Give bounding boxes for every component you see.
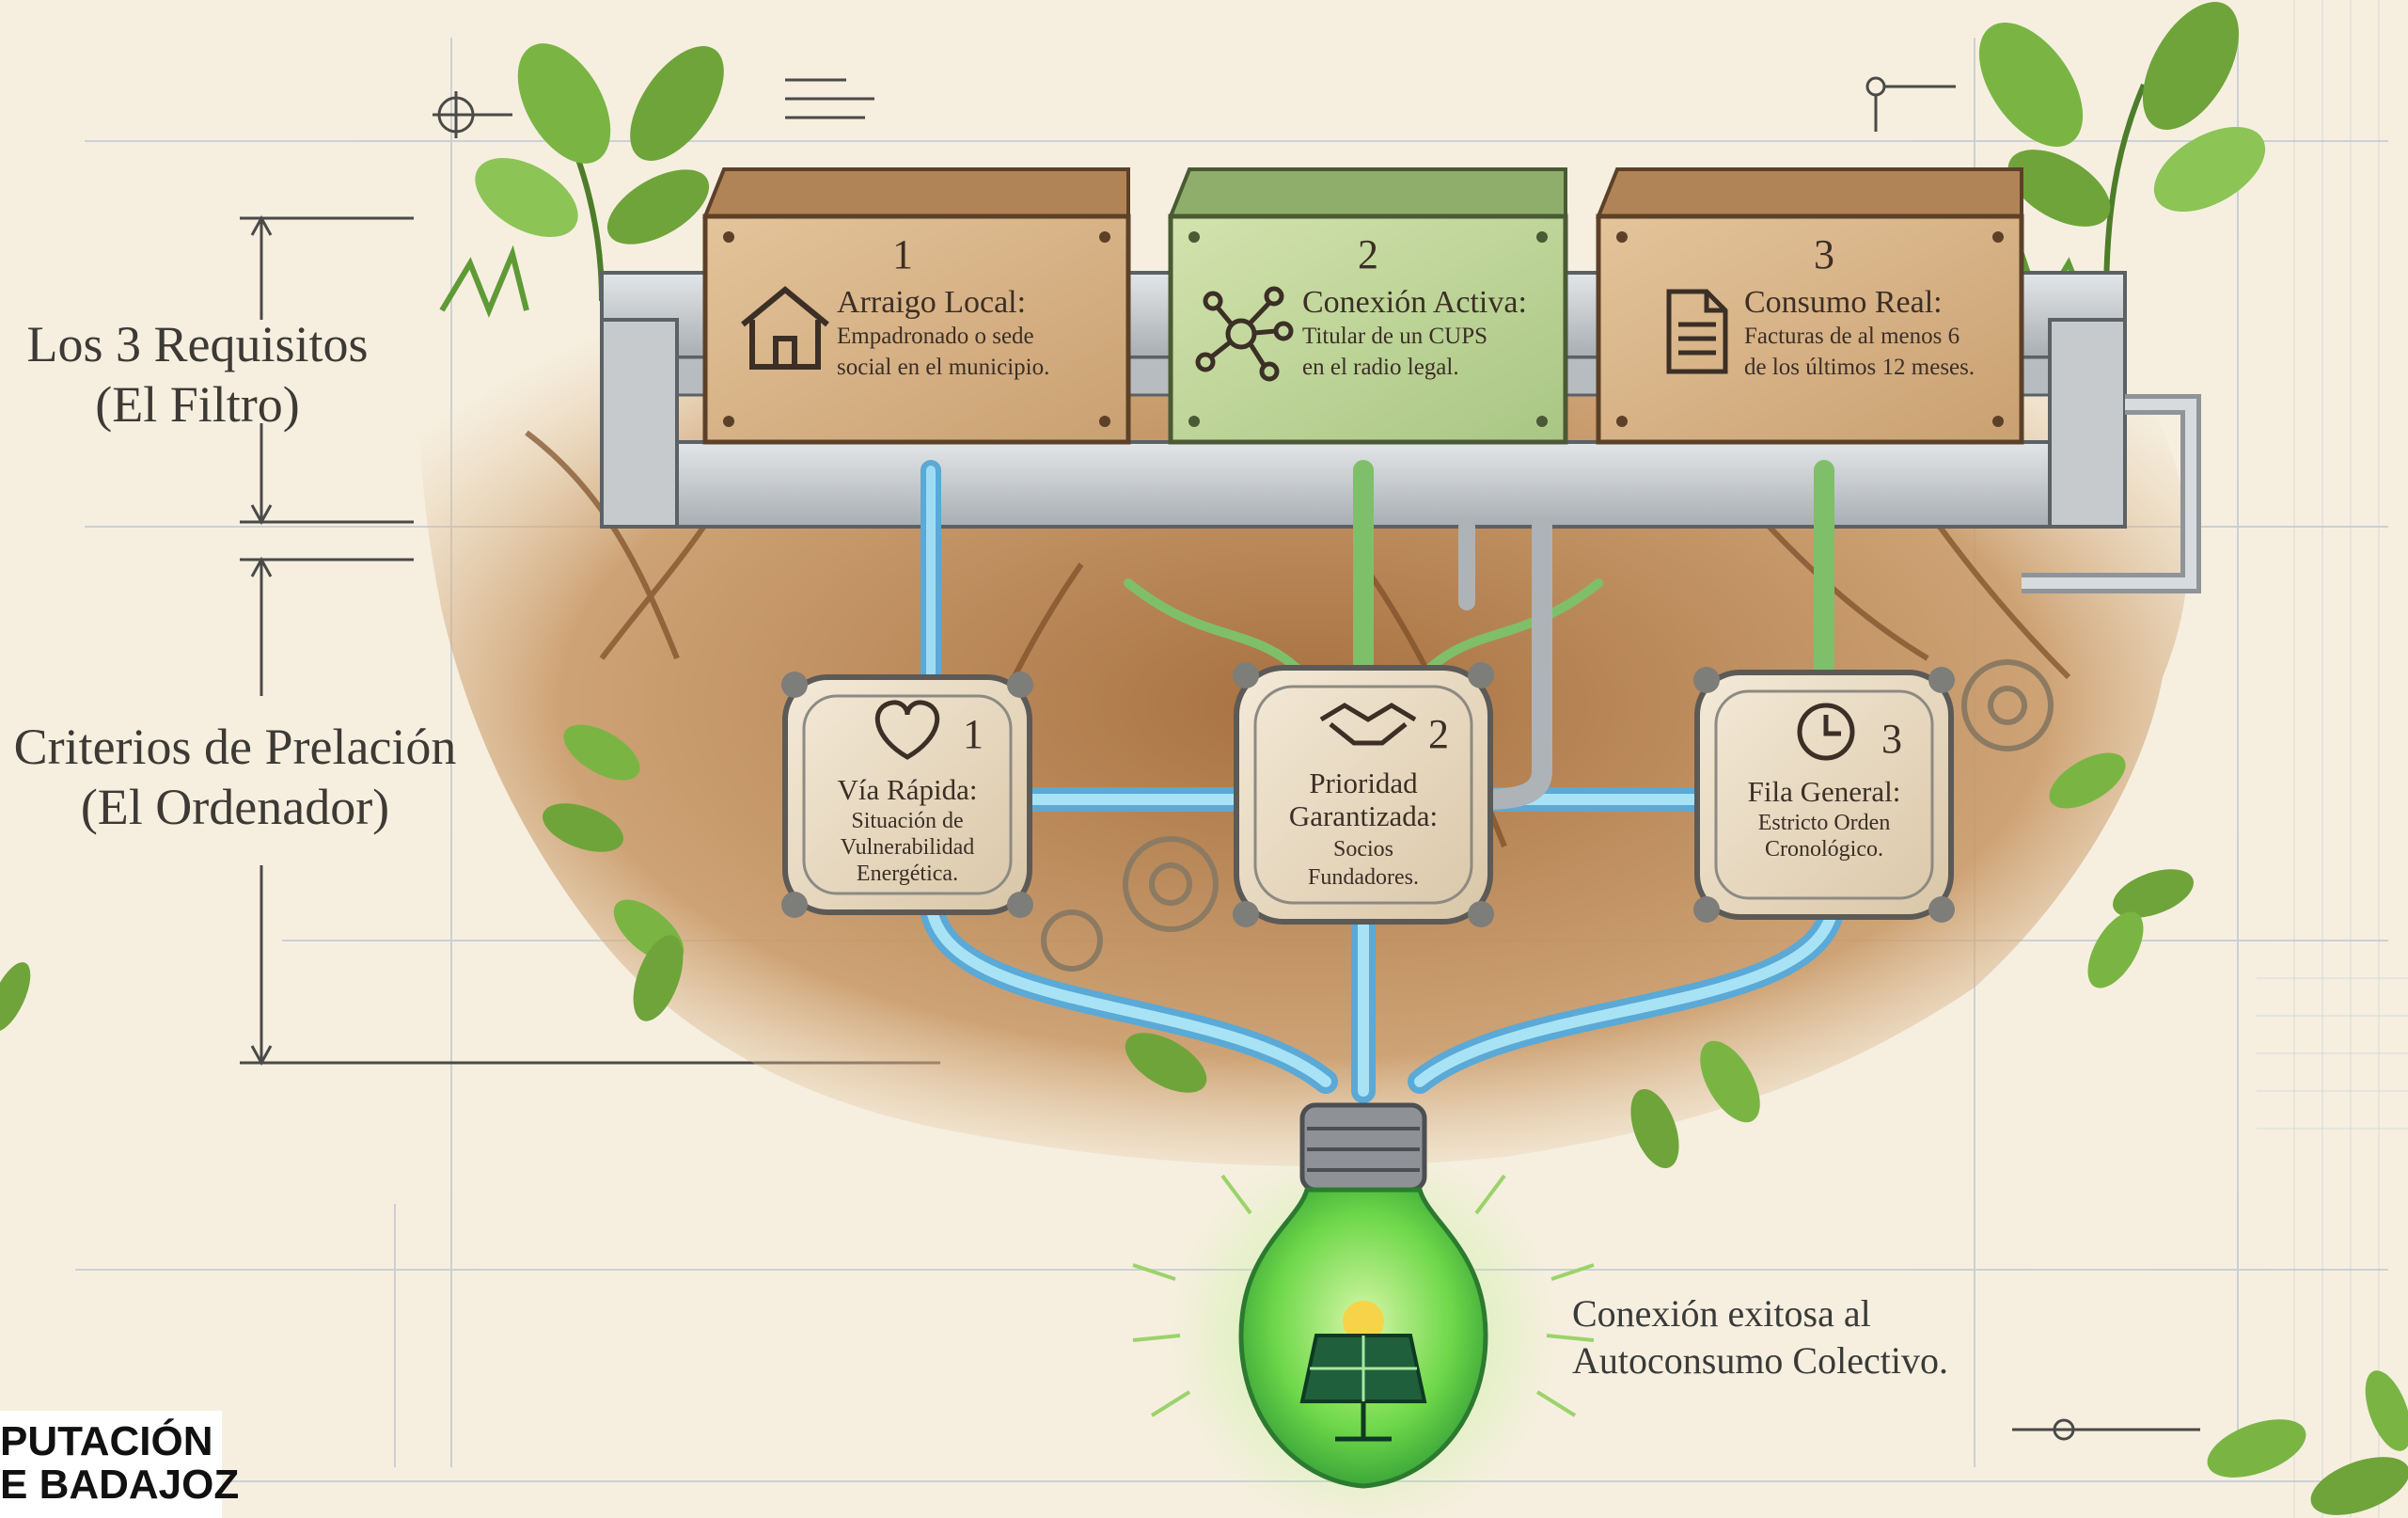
requirement-desc-line1: Titular de un CUPS (1302, 324, 1487, 349)
logo: PUTACIÓN E BADAJOZ (0, 1411, 240, 1518)
requirement-number: 3 (1814, 231, 1834, 277)
gears (1041, 659, 2054, 972)
requirement-box-1: 1 Arraigo Local: Empadronado o sede soci… (702, 167, 1131, 445)
blueprint-fine-grid (2257, 0, 2408, 1518)
result-caption: Conexión exitosa al Autoconsumo Colectiv… (1572, 1290, 1948, 1384)
logo-line1: PUTACIÓN (0, 1418, 213, 1464)
criteria-label-line2: (El Ordenador) (80, 779, 390, 835)
criteria-desc-line2: Vulnerabilidad (841, 835, 975, 860)
clock-icon (1797, 703, 1855, 761)
house-icon (741, 286, 829, 370)
requirement-box-3: 3 Consumo Real: Facturas de al menos 6 d… (1596, 167, 2024, 445)
criteria-label: Criterios de Prelación (El Ordenador) (0, 717, 470, 837)
criteria-desc-line1: Situación de (851, 809, 963, 833)
criteria-title-line1: Prioridad (1309, 767, 1418, 799)
logo-line2: E BADAJOZ (0, 1462, 240, 1508)
light-bulb (1132, 1102, 1595, 1518)
requirement-desc-line1: Facturas de al menos 6 (1744, 324, 1959, 349)
criteria-desc-line1: Estricto Orden (1758, 811, 1891, 835)
requirement-title: Conexión Activa: (1302, 285, 1527, 320)
criteria-desc-line1: Socios (1333, 837, 1393, 862)
criteria-number: 3 (1881, 716, 1902, 762)
criteria-box-1: 1 Vía Rápida: Situación de Vulnerabilida… (781, 672, 1033, 918)
criteria-desc-line2: Fundadores. (1308, 865, 1419, 890)
requirements-label-line1: Los 3 Requisitos (26, 316, 369, 372)
result-caption-line1: Conexión exitosa al (1572, 1292, 1871, 1335)
requirement-box-2: 2 Conexión Activa: Titular de un CUPS en… (1168, 167, 1568, 445)
requirements-label-line2: (El Filtro) (95, 376, 300, 433)
requirements-label: Los 3 Requisitos (El Filtro) (0, 314, 395, 435)
criteria-label-line1: Criterios de Prelación (13, 719, 457, 775)
requirement-desc-line1: Empadronado o sede (837, 324, 1034, 349)
criteria-title: Vía Rápida: (838, 773, 978, 806)
criteria-number: 2 (1428, 711, 1449, 757)
document-icon (1666, 289, 1728, 374)
heart-icon (874, 700, 940, 760)
network-icon (1195, 286, 1294, 382)
requirement-desc-line2: social en el municipio. (837, 355, 1049, 380)
dimension-brackets (240, 214, 940, 1067)
criteria-title-line2: Garantizada: (1289, 799, 1438, 832)
criteria-title: Fila General: (1748, 775, 1901, 808)
criteria-desc-line3: Energética. (857, 862, 958, 886)
criteria-number: 1 (963, 711, 984, 757)
result-caption-line2: Autoconsumo Colectivo. (1572, 1339, 1948, 1382)
requirement-title: Consumo Real: (1744, 285, 1943, 320)
requirement-title: Arraigo Local: (837, 285, 1026, 320)
criteria-box-2: 2 Prioridad Garantizada: Socios Fundador… (1233, 662, 1494, 927)
requirement-desc-line2: de los últimos 12 meses. (1744, 355, 1975, 380)
solar-panel-icon (1299, 1301, 1427, 1442)
handshake-icon (1319, 703, 1417, 746)
requirement-number: 2 (1358, 231, 1378, 277)
criteria-desc-line2: Cronológico. (1765, 837, 1883, 862)
requirement-desc-line2: en el radio legal. (1302, 355, 1459, 380)
criteria-box-3: 3 Fila General: Estricto Orden Cronológi… (1693, 667, 1955, 923)
blueprint-symbols (433, 76, 2200, 1441)
requirement-number: 1 (892, 231, 913, 277)
